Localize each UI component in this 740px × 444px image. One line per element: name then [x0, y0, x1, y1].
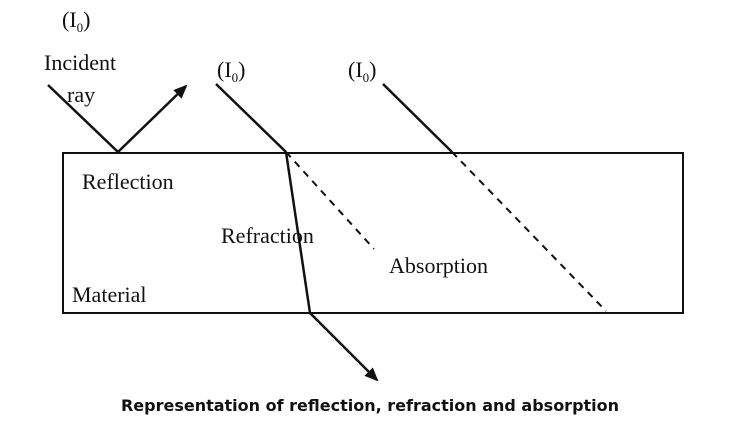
refraction-label: Refraction [221, 223, 314, 248]
ray-label: ray [67, 82, 95, 107]
absorption-label: Absorption [389, 253, 488, 278]
incident-ray-3-line [382, 83, 453, 153]
refracted-ray-line [284, 151, 312, 314]
figure-caption: Representation of reflection, refraction… [120, 396, 620, 415]
incident-label: Incident [44, 50, 116, 75]
intensity-label-1: (I0) [62, 7, 90, 35]
reflection-label: Reflection [82, 169, 174, 194]
absorption-dashed-path [451, 151, 607, 312]
transmitted-ray-arrow [309, 312, 379, 382]
incident-ray-2-line [215, 83, 287, 153]
reflected-ray-arrow [117, 84, 188, 153]
refraction-dashed-continuation [285, 151, 375, 250]
material-block [62, 152, 684, 314]
material-label: Material [72, 282, 147, 307]
intensity-label-3: (I0) [348, 57, 376, 85]
incident-ray-line [47, 84, 119, 153]
intensity-label-2: (I0) [217, 57, 245, 85]
